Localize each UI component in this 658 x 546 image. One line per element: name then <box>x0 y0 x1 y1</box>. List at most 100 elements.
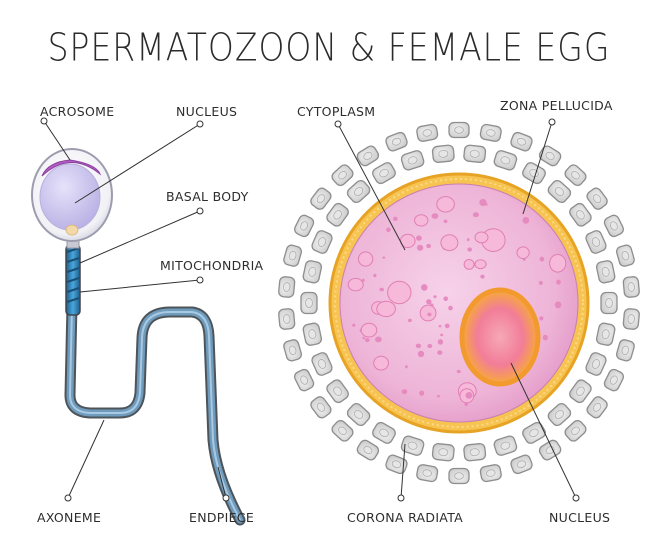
vesicle <box>416 244 424 251</box>
vesicle <box>456 369 461 374</box>
vesicle <box>427 343 433 349</box>
vesicle <box>407 318 412 323</box>
vesicle <box>405 365 408 369</box>
egg-nucleus <box>459 287 541 387</box>
label-mitochondria: MITOCHONDRIA <box>160 258 264 273</box>
basal-body <box>65 224 79 236</box>
corona-cell <box>293 214 315 238</box>
vesicle <box>466 238 470 242</box>
vesicle <box>416 235 422 241</box>
corona-cell <box>622 276 640 298</box>
vesicle <box>419 390 425 396</box>
corona-cell <box>585 230 607 254</box>
vesicle <box>426 243 431 249</box>
vesicle <box>556 279 561 285</box>
corona-cell <box>416 123 439 142</box>
corona-cell <box>331 164 354 187</box>
vesicle <box>443 219 448 223</box>
corona-cell <box>416 464 439 483</box>
cytoplasm-vesicles <box>347 196 567 407</box>
corona-cell <box>311 352 333 376</box>
sperm-nucleus <box>39 163 101 231</box>
vesicle <box>379 287 384 292</box>
label-zona-pellucida: ZONA PELLUCIDA <box>500 98 613 113</box>
corona-cell <box>564 419 587 442</box>
corona-cell <box>302 260 323 284</box>
corona-cell <box>331 419 354 442</box>
label-cytoplasm: CYTOPLASM <box>297 104 375 119</box>
vesicle <box>474 259 487 270</box>
corona-cell <box>595 260 616 284</box>
vesicle <box>465 392 473 399</box>
corona-cell <box>585 352 607 376</box>
vesicle <box>352 323 356 327</box>
corona-cell <box>300 291 318 315</box>
label-sperm-nucleus: NUCLEUS <box>176 104 237 119</box>
vesicle <box>448 305 453 311</box>
leader-lines <box>40 117 580 502</box>
corona-cell <box>479 464 502 483</box>
vesicle <box>437 350 443 355</box>
corona-cell <box>564 164 587 187</box>
corona-cell <box>479 123 502 142</box>
label-egg-nucleus: NUCLEUS <box>549 510 610 525</box>
corona-cell <box>622 308 640 330</box>
corona-cell <box>385 131 408 152</box>
vesicle <box>549 253 567 273</box>
vesicle <box>467 247 473 252</box>
acrosome <box>41 159 102 177</box>
vesicle <box>347 277 364 292</box>
corona-radiata <box>278 121 640 485</box>
corona-cell <box>615 244 635 267</box>
labels: ACROSOME NUCLEUS BASAL BODY MITOCHONDRIA… <box>37 98 613 525</box>
vesicle <box>437 339 444 345</box>
corona-cell <box>431 144 455 164</box>
corona-cell <box>569 202 592 227</box>
corona-cell <box>493 435 518 456</box>
corona-cell <box>615 339 635 362</box>
vesicle <box>516 246 530 259</box>
corona-cell <box>283 339 303 362</box>
sperm-axoneme <box>66 256 244 524</box>
corona-cell <box>586 396 608 419</box>
vesicle <box>444 323 450 329</box>
vesicle <box>474 231 489 244</box>
corona-cell <box>586 187 608 210</box>
label-corona-radiata: CORONA RADIATA <box>347 510 463 525</box>
corona-cell <box>326 379 349 404</box>
corona-cell <box>448 467 470 485</box>
corona-cell <box>493 150 518 171</box>
corona-cell <box>385 454 408 475</box>
vesicle <box>443 296 449 302</box>
vesicle <box>440 234 459 252</box>
corona-cell <box>431 442 455 462</box>
corona-cell <box>346 179 371 204</box>
vesicle <box>438 325 442 328</box>
vesicle <box>387 280 412 305</box>
corona-cell <box>600 291 618 315</box>
vesicle <box>522 217 530 224</box>
vesicle <box>472 212 479 218</box>
corona-cell <box>603 368 625 392</box>
label-basal-body: BASAL BODY <box>166 189 249 204</box>
corona-cell <box>356 145 380 167</box>
corona-cell <box>372 162 396 185</box>
vesicle <box>479 198 487 207</box>
vesicle <box>440 333 444 337</box>
corona-cell <box>547 402 572 427</box>
vesicle <box>480 274 485 279</box>
corona-cell <box>463 144 487 164</box>
corona-cell <box>569 379 592 404</box>
corona-cell <box>448 121 470 139</box>
corona-cell <box>510 454 533 475</box>
corona-cell <box>400 150 425 171</box>
vesicle <box>554 301 562 309</box>
vesicle <box>437 394 440 398</box>
vesicle <box>360 322 378 338</box>
vesicle <box>542 334 548 341</box>
corona-cell <box>283 244 303 267</box>
vesicle <box>426 299 432 305</box>
vesicle <box>539 256 545 262</box>
vesicle <box>414 214 429 227</box>
